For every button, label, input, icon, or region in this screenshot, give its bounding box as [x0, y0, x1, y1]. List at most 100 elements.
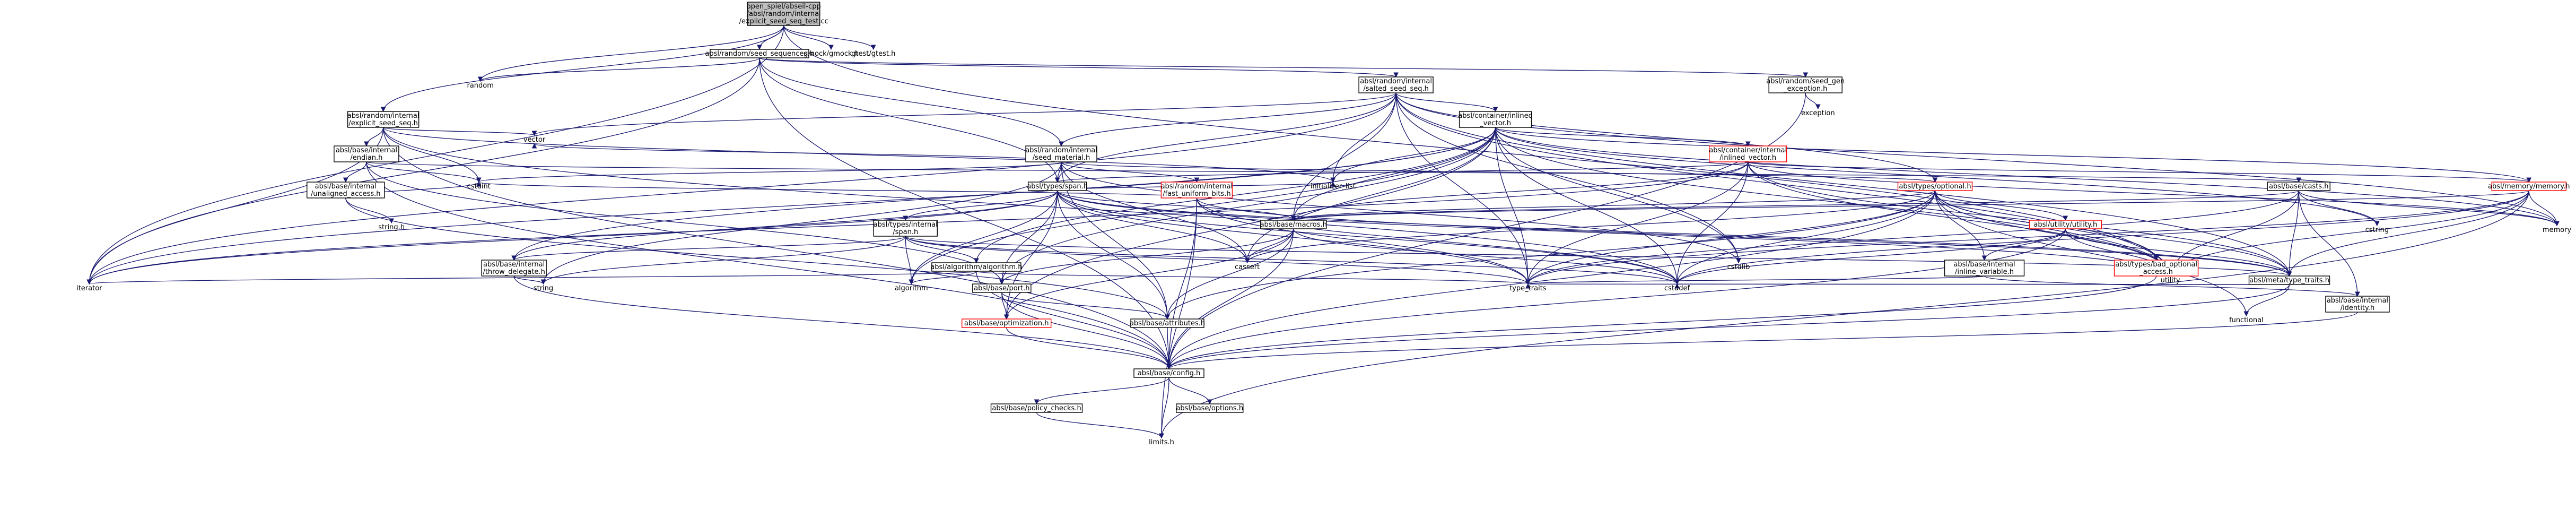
node-label: exception [1801, 109, 1835, 117]
node-label: absl/memory/memory.h [2488, 183, 2570, 191]
dependency-edge [1061, 161, 1198, 183]
node-label: gtest/gtest.h [851, 50, 895, 58]
dependency-edge [89, 25, 784, 284]
dependency-edge [1332, 92, 1396, 183]
node-label: /unaligned_access.h [311, 190, 380, 198]
node-box [2325, 296, 2390, 313]
node-box [2114, 260, 2199, 277]
dependency-edge [382, 127, 1678, 284]
node-algorithm-h[interactable]: absl/algorithm/algorithm.h [930, 262, 1022, 272]
dependency-edge [2246, 284, 2290, 316]
edge-arrowhead [1981, 255, 1987, 261]
edge-arrowhead [86, 279, 92, 285]
node-unaligned-access[interactable]: absl/base/internal/unaligned_access.h [307, 182, 385, 199]
dependency-edge [1934, 190, 1985, 261]
node-root[interactable]: open_spiel/abseil-cpp/absl/random/intern… [739, 2, 828, 26]
node-throw-delegate[interactable]: absl/base/internal/throw_delegate.h [481, 260, 547, 277]
node-label: absl/base/port.h [974, 284, 1029, 292]
edge-arrowhead [1525, 279, 1531, 285]
node-memory[interactable]: absl/memory/memory.h [2488, 182, 2570, 191]
node-fast-uniform-bits[interactable]: absl/random/internal/fast_uniform_bits.h [1160, 182, 1233, 199]
node-seed-gen-exception[interactable]: absl/random/seed_gen_exception.h [1766, 76, 1845, 93]
dependency-edge [1061, 161, 1739, 263]
dependency-edge [382, 25, 784, 112]
node-box [2267, 182, 2330, 191]
dependency-edge [1167, 190, 1936, 320]
node-label: absl/random/internal [1360, 77, 1432, 85]
dependency-edge [89, 127, 1496, 284]
node-box [2029, 220, 2102, 229]
edge-arrowhead [1330, 177, 1336, 183]
node-box [481, 260, 547, 277]
node-label: /inline_variable.h [1955, 268, 2014, 276]
dependency-edge [1934, 190, 2247, 316]
node-identity[interactable]: absl/base/internal/identity.h [2325, 296, 2390, 313]
node-port[interactable]: absl/base/port.h [972, 283, 1032, 293]
node-label: absl/base/attributes.h [1130, 320, 1205, 327]
node-span[interactable]: absl/types/span.h [1027, 182, 1088, 191]
node-box [1160, 182, 1233, 199]
edge-arrowhead [2153, 255, 2159, 261]
dependency-edge [1805, 92, 1819, 109]
node-config[interactable]: absl/base/config.h [1133, 368, 1204, 378]
node-internal-span[interactable]: absl/types/internal/span.h [873, 220, 938, 237]
node-type-traits-h[interactable]: absl/meta/type_traits.h [2248, 275, 2330, 285]
dependency-edge [1395, 92, 1496, 112]
node-attributes[interactable]: absl/base/attributes.h [1130, 318, 1205, 328]
dependency-edge [382, 127, 1169, 369]
node-label: cstdint [467, 183, 491, 191]
node-macros[interactable]: absl/base/macros.h [1260, 220, 1327, 229]
dependency-edge [759, 57, 1062, 146]
dependency-edge [1748, 161, 2171, 277]
dependency-edge [513, 236, 906, 261]
node-seed-material[interactable]: absl/random/internal/seed_material.h [1025, 145, 1097, 162]
edge-arrowhead [2063, 215, 2068, 221]
dependency-edge [513, 275, 1169, 369]
node-inline-variable[interactable]: absl/base/internal/inline_variable.h [1944, 260, 2025, 277]
node-options[interactable]: absl/base/options.h [1176, 403, 1244, 413]
dependency-edge [783, 25, 832, 50]
dependency-edge [480, 57, 760, 82]
node-internal-inlined-vector[interactable]: absl/container/internal/inlined_vector.h [1708, 145, 1787, 162]
node-endian[interactable]: absl/base/internal/endian.h [334, 145, 399, 162]
node-seed-sequences[interactable]: absl/random/seed_sequences.h [705, 49, 814, 58]
edge-arrowhead [828, 45, 834, 50]
node-label: absl/base/macros.h [1260, 221, 1327, 229]
edge-arrowhead [1166, 364, 1172, 370]
node-label: cassert [1235, 263, 1260, 271]
node-explicit-seed-seq[interactable]: absl/random/internal/explicit_seed_seq.h [347, 111, 420, 128]
edge-arrowhead [1159, 433, 1164, 439]
edge-arrowhead [757, 45, 762, 50]
dependency-edge [1395, 92, 1936, 183]
node-label: absl/random/internal [347, 112, 420, 120]
node-bad-optional-access[interactable]: absl/types/bad_optional_access.h [2114, 260, 2199, 277]
dependency-edge [534, 143, 1062, 162]
node-casts[interactable]: absl/base/casts.h [2267, 182, 2330, 191]
node-optional[interactable]: absl/types/optional.h [1897, 182, 1973, 191]
node-salted-seed-seq[interactable]: absl/random/internal/salted_seed_seq.h [1358, 76, 1434, 93]
dependency-edge [2528, 190, 2557, 226]
dependency-edge [382, 127, 479, 183]
node-label: gmock/gmock.h [804, 50, 859, 58]
edge-arrowhead [2296, 177, 2302, 183]
node-label: cstddef [1664, 284, 1690, 292]
dependency-edge [1395, 92, 1739, 263]
node-inlined-vector[interactable]: absl/container/inlined_vector.h [1458, 111, 1533, 128]
dependency-edge [2298, 190, 2378, 226]
dependency-edge [1676, 161, 1749, 284]
node-cassert: cassert [1235, 263, 1260, 271]
dependency-edge [1161, 377, 1169, 438]
edge-arrowhead [2286, 271, 2292, 277]
node-cstring: cstring [2365, 226, 2389, 234]
dependency-edge [905, 236, 2290, 277]
node-utility[interactable]: absl/utility/utility.h [2029, 220, 2102, 229]
dependency-edge [1168, 197, 1198, 369]
dependency-edge [1168, 312, 2358, 369]
edge-arrowhead [1393, 72, 1399, 78]
node-optimization[interactable]: absl/base/optimization.h [961, 318, 1052, 328]
node-policy-checks[interactable]: absl/base/policy_checks.h [990, 403, 1083, 413]
node-label: string.h [378, 223, 405, 231]
node-string-h: string.h [378, 223, 405, 231]
dependency-edge [759, 57, 1396, 77]
dependency-edge [1293, 228, 1678, 284]
